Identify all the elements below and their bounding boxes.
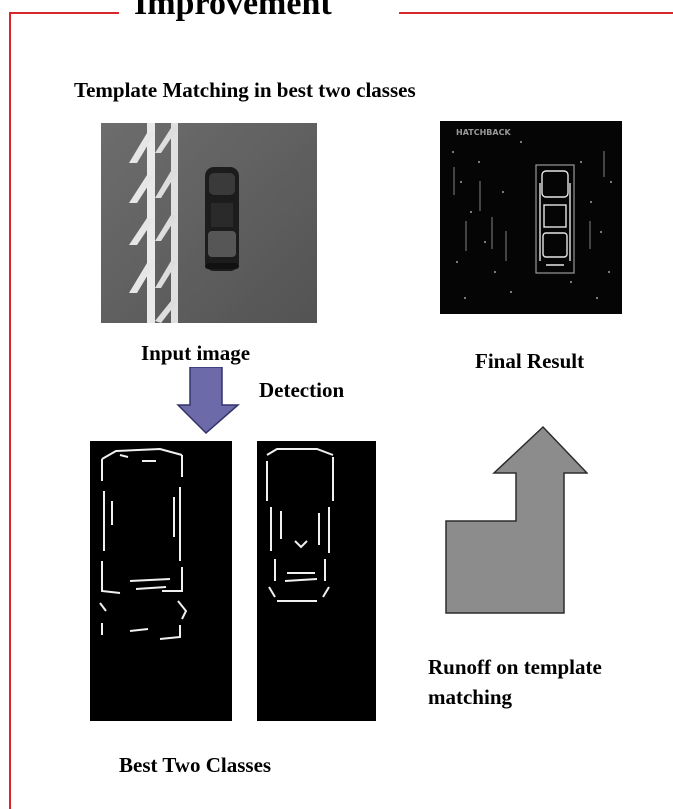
best-class-template-2: [257, 441, 376, 721]
runoff-arrow: [445, 425, 588, 614]
runoff-label-line2: matching: [428, 685, 512, 709]
frame-top-border-right: [399, 12, 673, 14]
input-image: [101, 123, 317, 323]
frame-top-border-left: [9, 12, 119, 14]
final-result-label: Final Result: [475, 349, 585, 373]
detection-arrow: [176, 367, 240, 435]
final-image-watermark: HATCHBACK: [456, 128, 511, 137]
final-result-image: HATCHBACK: [440, 121, 622, 314]
detection-label: Detection: [259, 378, 345, 402]
slide-title: Improvement: [134, 0, 332, 22]
runoff-label-line1: Runoff on template: [428, 655, 602, 679]
best-class-template-1: [90, 441, 232, 721]
best-two-classes-label: Best Two Classes: [119, 753, 272, 777]
slide-subtitle: Template Matching in best two classes: [74, 78, 416, 102]
input-image-label: Input image: [141, 341, 251, 365]
frame-left-border: [9, 12, 11, 809]
